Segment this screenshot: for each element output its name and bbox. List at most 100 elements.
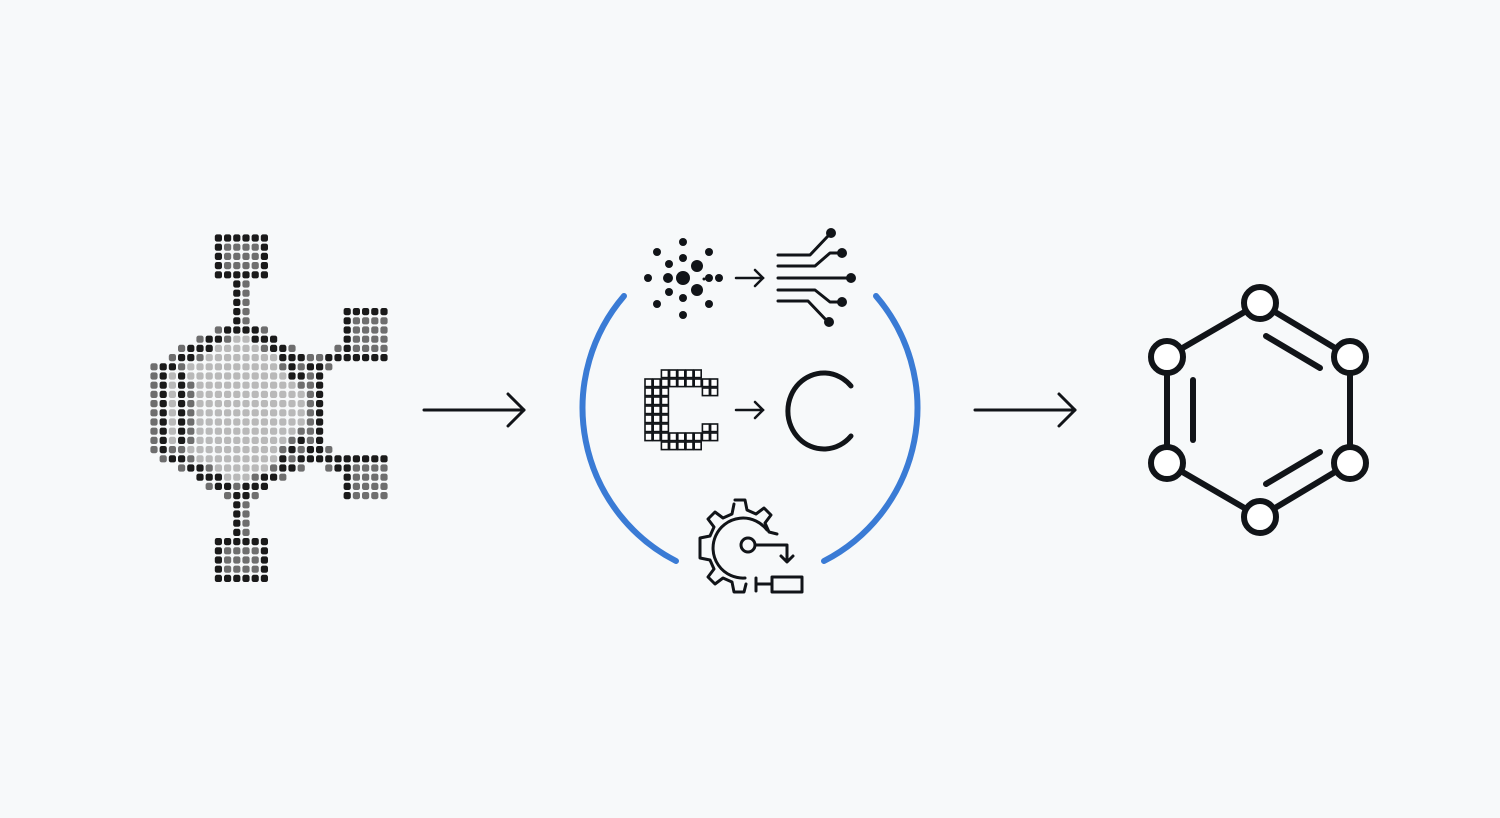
- pixel-c-icon: [644, 369, 719, 451]
- pixel-dot: [214, 243, 222, 251]
- arrow-right-small-icon: [734, 268, 765, 288]
- pixel-dot: [233, 482, 241, 490]
- pixel-dot: [242, 262, 250, 270]
- pixel-square: [685, 432, 694, 442]
- pixel-square: [685, 378, 694, 388]
- pixel-dot: [270, 455, 278, 463]
- pixel-dot: [306, 409, 314, 417]
- pixel-dot: [371, 473, 379, 481]
- pixel-dot: [279, 418, 287, 426]
- pixel-dot: [242, 317, 250, 325]
- pixel-dot: [205, 372, 213, 380]
- pixel-dot: [205, 390, 213, 398]
- pixel-dot: [380, 482, 388, 490]
- pixel-dot: [242, 538, 250, 546]
- pixel-dot: [196, 390, 204, 398]
- pixel-dot: [251, 436, 259, 444]
- pixel-dot: [251, 574, 259, 582]
- pixel-dot: [178, 427, 186, 435]
- pixel-dot: [260, 381, 268, 389]
- pixel-dot: [251, 326, 259, 334]
- pixel-dot: [297, 354, 305, 362]
- pixel-dot: [214, 363, 222, 371]
- pixel-dot: [178, 363, 186, 371]
- pixel-square: [709, 432, 719, 442]
- pixel-square: [660, 414, 670, 424]
- pixel-square: [668, 369, 678, 379]
- pixel-dot: [270, 436, 278, 444]
- pixel-dot: [242, 528, 250, 536]
- pixel-dot: [168, 372, 176, 380]
- pixel-square: [701, 432, 711, 442]
- pixel-dot: [168, 436, 176, 444]
- pixel-dot: [233, 510, 241, 518]
- pixel-square: [685, 441, 694, 451]
- pixel-dot: [233, 538, 241, 546]
- pixel-dot: [242, 344, 250, 352]
- pixel-dot: [224, 344, 232, 352]
- pixel-dot: [242, 326, 250, 334]
- pixel-dot: [224, 252, 232, 260]
- pixel-dot: [362, 492, 370, 500]
- pixel-dot: [270, 372, 278, 380]
- pixel-dot: [279, 390, 287, 398]
- pixel-dot: [288, 363, 296, 371]
- pixel-dot: [224, 556, 232, 564]
- pixel-dot: [279, 363, 287, 371]
- pixel-dot: [187, 436, 195, 444]
- pixel-dot: [270, 409, 278, 417]
- pixel-dot: [168, 409, 176, 417]
- pixel-dot: [297, 455, 305, 463]
- pixel-dot: [242, 243, 250, 251]
- pixel-dot: [159, 455, 167, 463]
- refinement-cycle-icon: [579, 228, 921, 594]
- pixel-dot: [371, 492, 379, 500]
- pixel-dot: [168, 446, 176, 454]
- pixel-dot: [260, 436, 268, 444]
- pixel-dot: [233, 381, 241, 389]
- pixel-dot: [343, 482, 351, 490]
- pixel-square: [644, 378, 653, 388]
- pixel-dot: [279, 446, 287, 454]
- pixel-dot: [233, 372, 241, 380]
- pixel-dot: [150, 427, 158, 435]
- pixel-dot: [371, 455, 379, 463]
- pixel-dot: [233, 252, 241, 260]
- pixel-dot: [187, 381, 195, 389]
- pixel-dot: [224, 446, 232, 454]
- pixel-dot: [178, 418, 186, 426]
- pixel-dot: [159, 390, 167, 398]
- pixel-dot: [260, 326, 268, 334]
- pixel-dot: [288, 409, 296, 417]
- pixel-dot: [205, 464, 213, 472]
- pixel-dot: [306, 400, 314, 408]
- pixel-dot: [187, 363, 195, 371]
- pixel-dot: [297, 400, 305, 408]
- pixel-dot: [224, 262, 232, 270]
- pixel-dot: [159, 372, 167, 380]
- pixel-square: [652, 423, 662, 433]
- pixel-dot: [233, 326, 241, 334]
- pixel-square: [693, 369, 703, 379]
- pixel-dot: [233, 565, 241, 573]
- pixel-dot: [352, 335, 360, 343]
- pixel-dot: [178, 446, 186, 454]
- pixel-dot: [251, 243, 259, 251]
- pixel-dot: [214, 574, 222, 582]
- pixel-dot: [205, 354, 213, 362]
- pixel-dot: [260, 455, 268, 463]
- pixel-dot: [260, 271, 268, 279]
- pixel-dot: [316, 381, 324, 389]
- pixel-dot: [371, 335, 379, 343]
- pixel-dot: [214, 372, 222, 380]
- pixel-dot: [150, 446, 158, 454]
- pixel-square: [644, 396, 653, 406]
- pixel-dot: [371, 482, 379, 490]
- pixel-dot: [352, 492, 360, 500]
- pixel-dot: [178, 390, 186, 398]
- pixel-dot: [150, 400, 158, 408]
- pixel-square: [652, 432, 662, 442]
- pixel-square: [701, 378, 711, 388]
- pixel-dot: [306, 372, 314, 380]
- pixel-dot: [233, 400, 241, 408]
